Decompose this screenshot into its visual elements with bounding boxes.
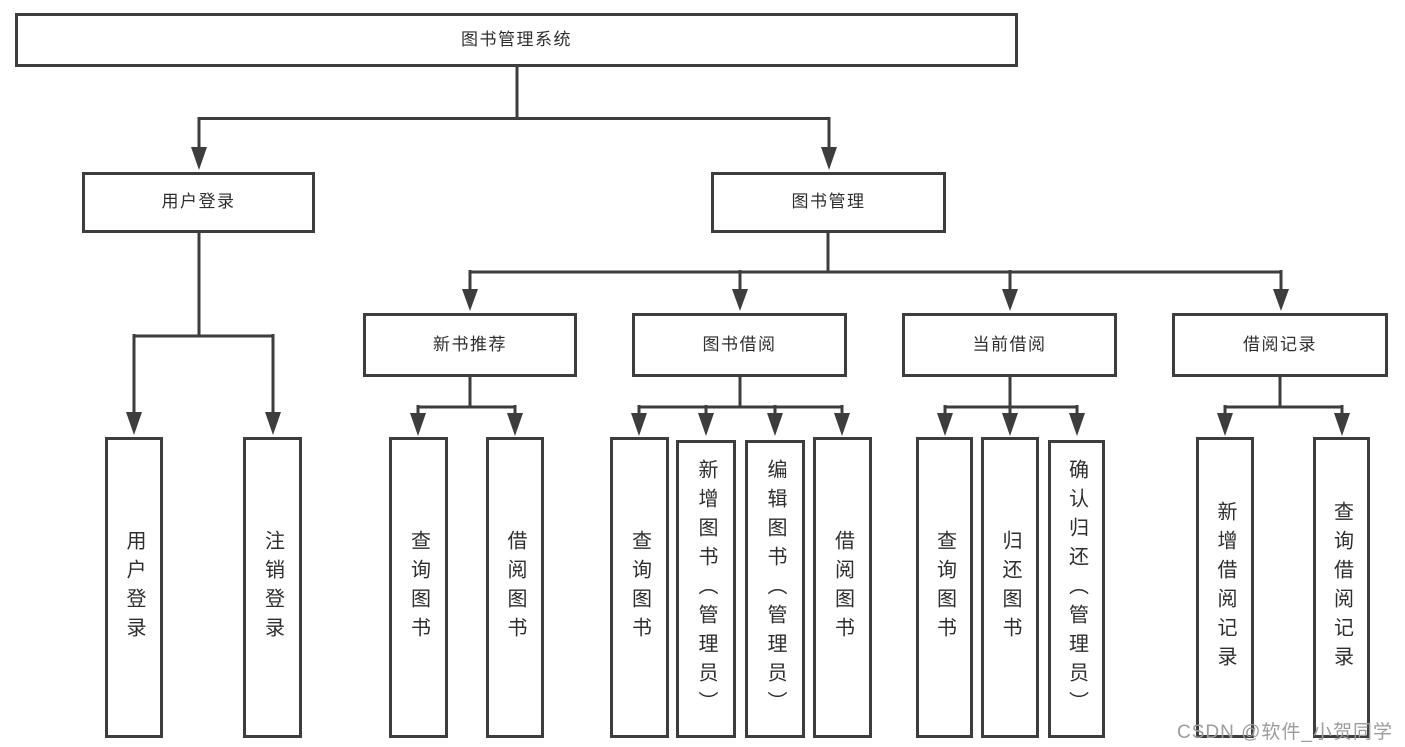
leaf-user-login: 用户登录 [105, 437, 163, 738]
leaf-return-books: 归还图书 [981, 437, 1039, 738]
leaf-borrow-books-borrowing: 借阅图书 [813, 437, 872, 738]
watermark: CSDN @软件_小贺同学 [1177, 722, 1393, 743]
leaf-add-borrow-record: 新增借阅记录 [1196, 437, 1254, 738]
node-borrowing-records: 借阅记录 [1172, 313, 1388, 377]
node-new-book-recommendation: 新书推荐 [363, 313, 577, 377]
node-user-login: 用户登录 [82, 172, 315, 233]
leaf-query-books-current: 查询图书 [916, 437, 973, 738]
node-current-borrowing: 当前借阅 [902, 313, 1117, 377]
node-book-borrowing: 图书借阅 [632, 313, 847, 377]
leaf-confirm-return-admin: 确认归还（管理员） [1048, 440, 1105, 738]
node-book-management: 图书管理 [711, 172, 946, 233]
leaf-edit-book-admin: 编辑图书（管理员） [745, 440, 805, 738]
leaf-query-borrow-record: 查询借阅记录 [1313, 437, 1370, 738]
leaf-logout: 注销登录 [243, 437, 302, 738]
leaf-borrow-books-recommend: 借阅图书 [486, 437, 544, 738]
leaf-add-book-admin: 新增图书（管理员） [676, 440, 736, 738]
leaf-query-books-borrowing: 查询图书 [610, 437, 669, 738]
leaf-query-books-recommend: 查询图书 [389, 437, 448, 738]
node-library-management-system: 图书管理系统 [15, 13, 1018, 67]
